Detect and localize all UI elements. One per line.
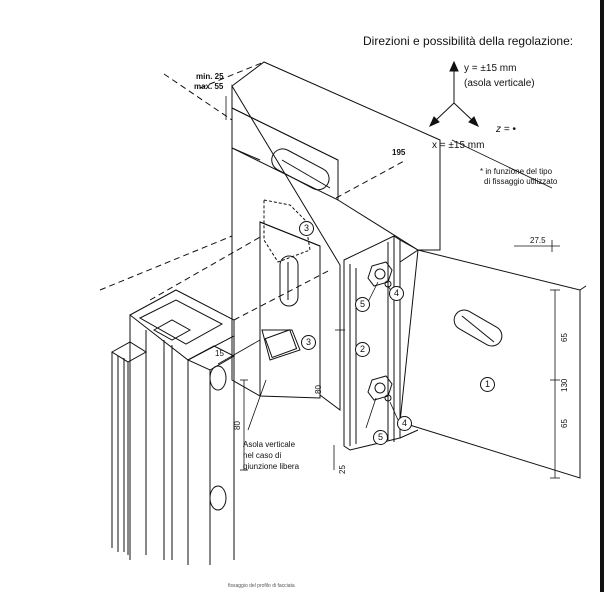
footnote-line-2: di fissaggio utilizzato	[484, 177, 558, 186]
dim-27-5: 27.5	[530, 236, 546, 245]
callout-2: 2	[355, 342, 370, 357]
projection-lines	[99, 61, 407, 321]
page-edge	[600, 0, 604, 592]
dimension-lines	[217, 96, 560, 479]
axis-z-label: z = •	[496, 124, 516, 135]
dim-65-top: 65	[560, 333, 569, 342]
note-vertical-slot-2: nel caso di	[243, 451, 282, 460]
callout-5-upper: 5	[355, 297, 370, 312]
leader-lines	[247, 281, 399, 431]
dim-80-slider: 80	[314, 385, 323, 394]
dim-15: 15	[215, 349, 224, 358]
top-plate	[231, 61, 441, 251]
nut-bottom	[367, 375, 393, 402]
callout-3-lower: 3	[301, 335, 316, 350]
note-vertical-slot-1: Asola verticale	[243, 440, 296, 449]
dim-max: max. 55	[194, 82, 224, 91]
mullion-profile	[111, 289, 236, 565]
callout-4-upper: 4	[389, 286, 404, 301]
axis-x-label: x = ±15 mm	[432, 140, 485, 151]
wall-plate	[399, 249, 587, 479]
dim-65-bottom: 65	[560, 419, 569, 428]
note-vertical-slot-3: giunzione libera	[243, 462, 300, 471]
dim-195: 195	[392, 148, 406, 157]
callout-1: 1	[480, 377, 495, 392]
dim-25: 25	[338, 465, 347, 474]
dim-130: 130	[560, 378, 569, 392]
diagram-title: Direzioni e possibilità della regolazion…	[363, 34, 574, 48]
callout-5-lower: 5	[373, 430, 388, 445]
footnote-line-1: * in funzione del tipo	[480, 167, 553, 176]
slider-plate	[343, 235, 419, 451]
axis-y-note: (asola verticale)	[464, 78, 535, 89]
nut-top	[367, 261, 393, 288]
axis-y-label: y = ±15 mm	[464, 63, 517, 74]
dim-min: min. 25	[196, 72, 224, 81]
bracket-leg	[231, 84, 341, 411]
direction-arrows	[429, 60, 479, 127]
figure-caption: fissaggio del profilo di facciata	[228, 583, 295, 589]
callout-3-upper: 3	[299, 221, 314, 236]
callout-4-lower: 4	[397, 416, 412, 431]
dim-80-profile: 80	[233, 421, 242, 430]
